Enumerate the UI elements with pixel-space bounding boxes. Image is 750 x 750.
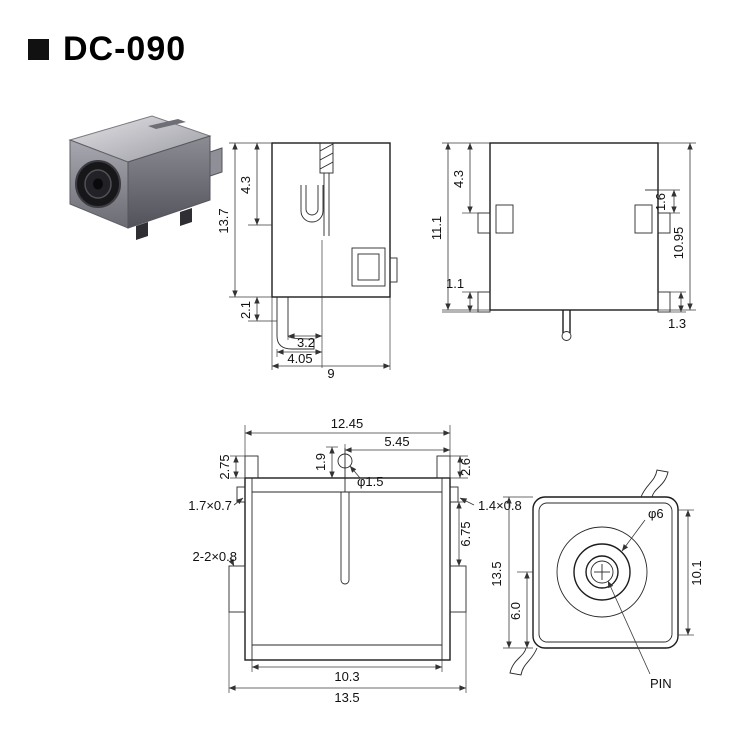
top-dimension-lines xyxy=(228,425,475,693)
dim-top-w-top: 12.45 xyxy=(331,416,364,431)
top-body-outline xyxy=(244,477,451,661)
front-body-outline xyxy=(532,496,679,649)
dim-side-w-total: 9 xyxy=(327,366,334,381)
dim-rear-tab-left: 1.1 xyxy=(446,276,464,291)
side-dimension-lines xyxy=(229,142,391,370)
dim-top-w-pin-to-edge: 5.45 xyxy=(384,434,409,449)
dim-rear-step-right: 1.6 xyxy=(653,193,668,211)
side-body-outline xyxy=(271,142,391,298)
dim-top-w-total: 13.5 xyxy=(334,690,359,705)
photo-center-pin-hole xyxy=(93,178,103,190)
product-photo xyxy=(68,115,223,240)
title-bullet-square xyxy=(28,39,49,60)
photo-leg-rear xyxy=(180,208,192,226)
rear-body-outline xyxy=(489,142,659,311)
dim-rear-h-right: 10.95 xyxy=(671,227,686,260)
dim-side-h-total: 13.7 xyxy=(216,208,231,233)
dim-top-hole-dia: φ1.5 xyxy=(357,474,384,489)
dim-front-barrel-dia: φ6 xyxy=(648,506,664,521)
dim-top-side-slots: 2-2×0.8 xyxy=(193,549,237,564)
side-internal-details xyxy=(276,142,398,350)
rear-dimension-lines xyxy=(442,142,696,313)
photo-top-slot xyxy=(148,119,186,129)
dim-top-slot-right: 1.4×0.8 xyxy=(478,498,522,513)
dim-front-h-center-to-bottom: 6.0 xyxy=(508,602,523,620)
dim-top-side-len: 6.75 xyxy=(458,521,473,546)
view-top: 12.45 5.45 2.75 2.6 1.9 φ1.5 1.7×0.7 1.4… xyxy=(188,416,522,705)
dim-side-h-leg: 2.1 xyxy=(238,301,253,319)
photo-side-tab xyxy=(209,147,223,177)
dim-top-pin-offset: 1.9 xyxy=(313,453,328,471)
dim-side-h-top: 4.3 xyxy=(238,176,253,194)
dim-side-w-leg-inner: 3.2 xyxy=(297,335,315,350)
dim-front-h-inner: 10.1 xyxy=(689,560,704,585)
dim-rear-h-total: 11.1 xyxy=(429,216,444,240)
front-pin-label: PIN xyxy=(650,676,672,691)
title-row: DC-090 xyxy=(28,30,186,69)
dim-rear-h-top: 4.3 xyxy=(451,170,466,188)
front-internal-details xyxy=(509,469,673,676)
rear-internal-details xyxy=(477,189,671,341)
view-rear: 4.3 11.1 1.1 1.6 10.95 1.3 xyxy=(429,142,696,341)
dim-rear-tab-right: 1.3 xyxy=(668,316,686,331)
dim-front-h-total: 13.5 xyxy=(489,561,504,586)
top-internal-details xyxy=(228,448,467,660)
dim-top-tab-top-left: 2.75 xyxy=(217,454,232,479)
dim-side-w-leg-outer: 4.05 xyxy=(287,351,312,366)
page-title: DC-090 xyxy=(63,30,187,68)
dim-top-slot-left: 1.7×0.7 xyxy=(188,498,232,513)
dim-top-w-inner: 10.3 xyxy=(334,669,359,684)
photo-leg-front xyxy=(136,222,148,240)
view-side-section: 4.3 13.7 2.1 3.2 4.05 9 xyxy=(216,142,398,381)
dim-top-tab-top-right: 2.6 xyxy=(458,458,473,476)
front-dimension-lines xyxy=(503,496,694,675)
view-front: 13.5 6.0 10.1 φ6 PIN xyxy=(489,469,704,691)
photo-side-face xyxy=(127,135,211,229)
